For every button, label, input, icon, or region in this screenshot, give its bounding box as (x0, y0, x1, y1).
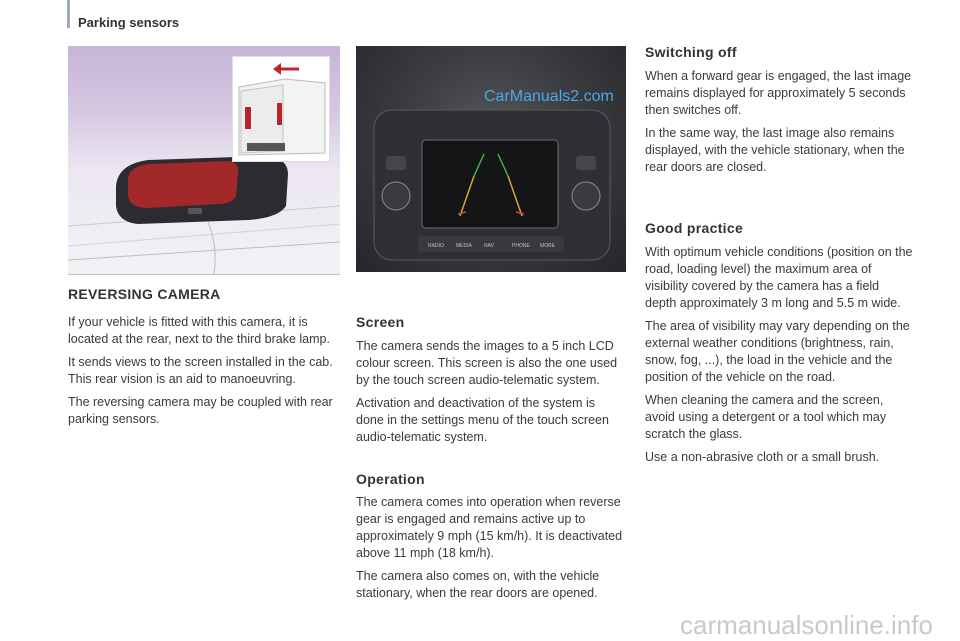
screen-button-label: NAV (484, 243, 495, 249)
switching-off-text: When a forward gear is engaged, the last… (645, 68, 913, 176)
touch-screen-illustration: RADIO MEDIA NAV PHONE MORE (373, 109, 611, 261)
reversing-camera-text: If your vehicle is fitted with this came… (68, 314, 338, 428)
good-practice-paragraph: The area of visibility may vary dependin… (645, 319, 910, 384)
reversing-camera-paragraph: It sends views to the screen installed i… (68, 355, 333, 386)
screen-text: The camera sends the images to a 5 inch … (356, 338, 624, 446)
switching-off-paragraph: In the same way, the last image also rem… (645, 126, 905, 174)
van-rear-icon (238, 63, 326, 156)
good-practice-paragraph: Use a non-abrasive cloth or a small brus… (645, 450, 880, 464)
brake-lamp-camera-photo (68, 46, 340, 274)
switching-off-heading: Switching off (645, 44, 737, 60)
screen-paragraph: Activation and deactivation of the syste… (356, 396, 609, 444)
screen-button-label: MEDIA (456, 243, 473, 249)
operation-paragraph: The camera also comes on, with the vehic… (356, 569, 600, 600)
brake-lamp-illustration (68, 156, 340, 274)
screen-paragraph: The camera sends the images to a 5 inch … (356, 339, 618, 387)
good-practice-paragraph: With optimum vehicle conditions (positio… (645, 245, 913, 310)
reversing-camera-paragraph: If your vehicle is fitted with this came… (68, 315, 330, 346)
van-rear-inset-image (232, 56, 330, 162)
operation-text: The camera comes into operation when rev… (356, 494, 624, 602)
section-title: Parking sensors (78, 15, 180, 30)
good-practice-heading: Good practice (645, 220, 744, 236)
operation-paragraph: The camera comes into operation when rev… (356, 495, 623, 560)
screen-button-label: PHONE (512, 243, 530, 249)
photo-watermark: CarManuals2.com (484, 88, 614, 105)
reversing-camera-paragraph: The reversing camera may be coupled with… (68, 395, 333, 426)
good-practice-text: With optimum vehicle conditions (positio… (645, 244, 913, 466)
reversing-camera-heading: REVERSING CAMERA (68, 286, 221, 302)
good-practice-paragraph: When cleaning the camera and the screen,… (645, 393, 887, 441)
touch-screen-photo: RADIO MEDIA NAV PHONE MORE (356, 46, 626, 272)
screen-button-label: RADIO (428, 243, 444, 249)
section-marker-bar (67, 0, 70, 28)
operation-heading: Operation (356, 471, 425, 487)
switching-off-paragraph: When a forward gear is engaged, the last… (645, 69, 912, 117)
screen-heading: Screen (356, 314, 405, 330)
page-number: 92 (0, 44, 4, 71)
footer-watermark: carmanualsonline.info (680, 610, 933, 640)
image-divider (68, 274, 340, 275)
screen-button-label: MORE (540, 243, 556, 249)
